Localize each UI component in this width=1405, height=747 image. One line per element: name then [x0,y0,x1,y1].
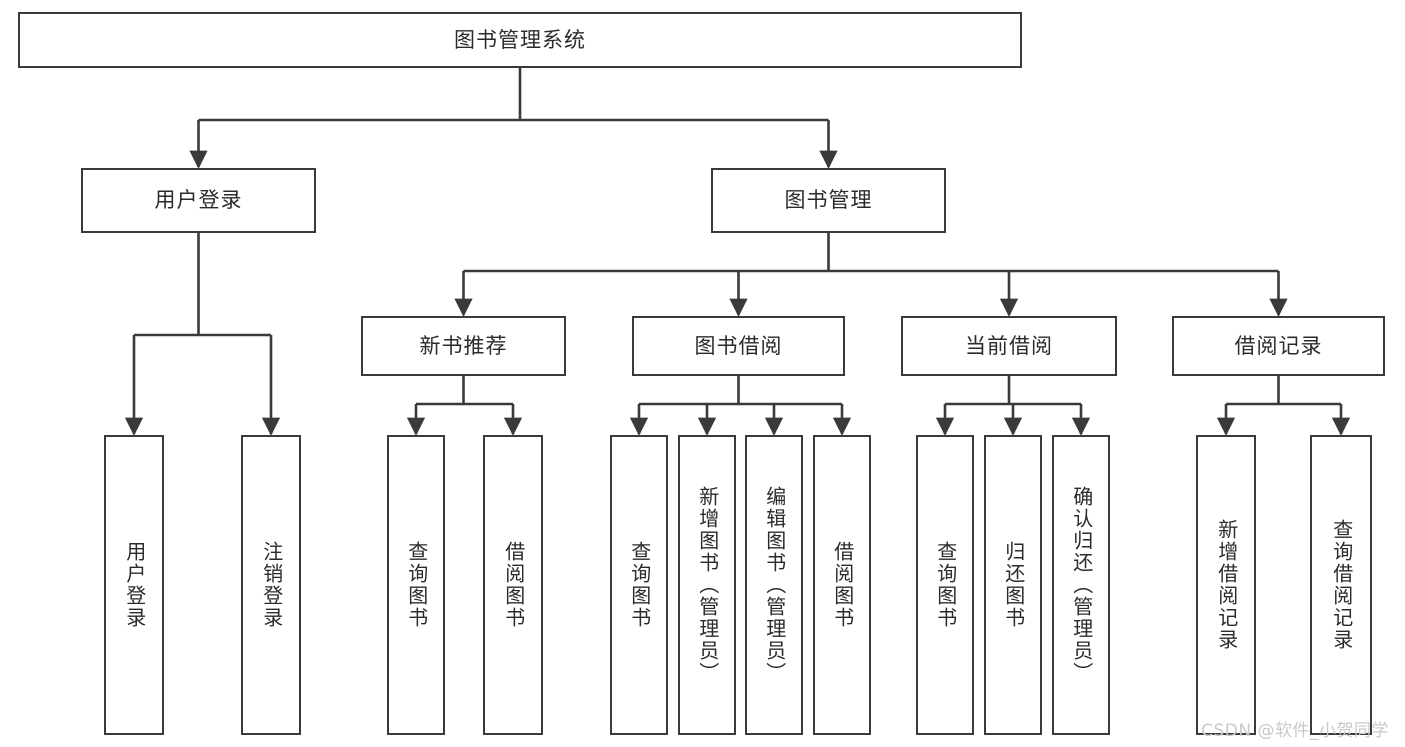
leaf-confirm-return-admin[interactable]: 确认归还（管理员） [1052,435,1110,735]
leaf-query-book-borrow-label: 查询图书 [627,541,652,629]
leaf-query-borrow-record-label: 查询借阅记录 [1329,519,1354,651]
node-root[interactable]: 图书管理系统 [18,12,1022,68]
leaf-query-book-current[interactable]: 查询图书 [916,435,974,735]
leaf-edit-book-admin-label: 编辑图书（管理员） [762,486,787,684]
node-current-borrow-label: 当前借阅 [965,333,1053,358]
csdn-watermark: CSDN @软件_小贺同学 [1201,721,1389,741]
node-user-login-label: 用户登录 [154,188,243,213]
node-borrow-records[interactable]: 借阅记录 [1172,316,1385,376]
leaf-borrow-book-recommend[interactable]: 借阅图书 [483,435,543,735]
node-new-book-recommendation-label: 新书推荐 [419,333,508,358]
leaf-user-login-label: 用户登录 [122,541,147,629]
node-book-borrow-label: 图书借阅 [694,333,783,358]
leaf-borrow-book[interactable]: 借阅图书 [813,435,871,735]
node-book-management[interactable]: 图书管理 [711,168,946,233]
node-borrow-records-label: 借阅记录 [1234,333,1323,358]
leaf-add-borrow-record-label: 新增借阅记录 [1214,519,1239,651]
node-root-label: 图书管理系统 [454,27,586,52]
leaf-query-book-recommend[interactable]: 查询图书 [387,435,445,735]
leaf-add-book-admin-label: 新增图书（管理员） [695,486,720,684]
leaf-borrow-book-label: 借阅图书 [830,541,855,629]
leaf-query-book-current-label: 查询图书 [933,541,958,629]
leaf-return-book-label: 归还图书 [1001,541,1026,629]
leaf-query-borrow-record[interactable]: 查询借阅记录 [1310,435,1372,735]
leaf-confirm-return-admin-label: 确认归还（管理员） [1069,486,1094,684]
leaf-logout-label: 注销登录 [259,541,284,629]
leaf-return-book[interactable]: 归还图书 [984,435,1042,735]
leaf-query-book-borrow[interactable]: 查询图书 [610,435,668,735]
leaf-borrow-book-recommend-label: 借阅图书 [501,541,526,629]
leaf-add-book-admin[interactable]: 新增图书（管理员） [678,435,736,735]
leaf-edit-book-admin[interactable]: 编辑图书（管理员） [745,435,803,735]
node-book-management-label: 图书管理 [784,188,873,213]
leaf-logout[interactable]: 注销登录 [241,435,301,735]
node-book-borrow[interactable]: 图书借阅 [632,316,845,376]
node-current-borrow[interactable]: 当前借阅 [901,316,1117,376]
leaf-query-book-recommend-label: 查询图书 [404,541,429,629]
leaf-add-borrow-record[interactable]: 新增借阅记录 [1196,435,1256,735]
leaf-user-login[interactable]: 用户登录 [104,435,164,735]
node-new-book-recommendation[interactable]: 新书推荐 [361,316,566,376]
node-user-login[interactable]: 用户登录 [81,168,316,233]
